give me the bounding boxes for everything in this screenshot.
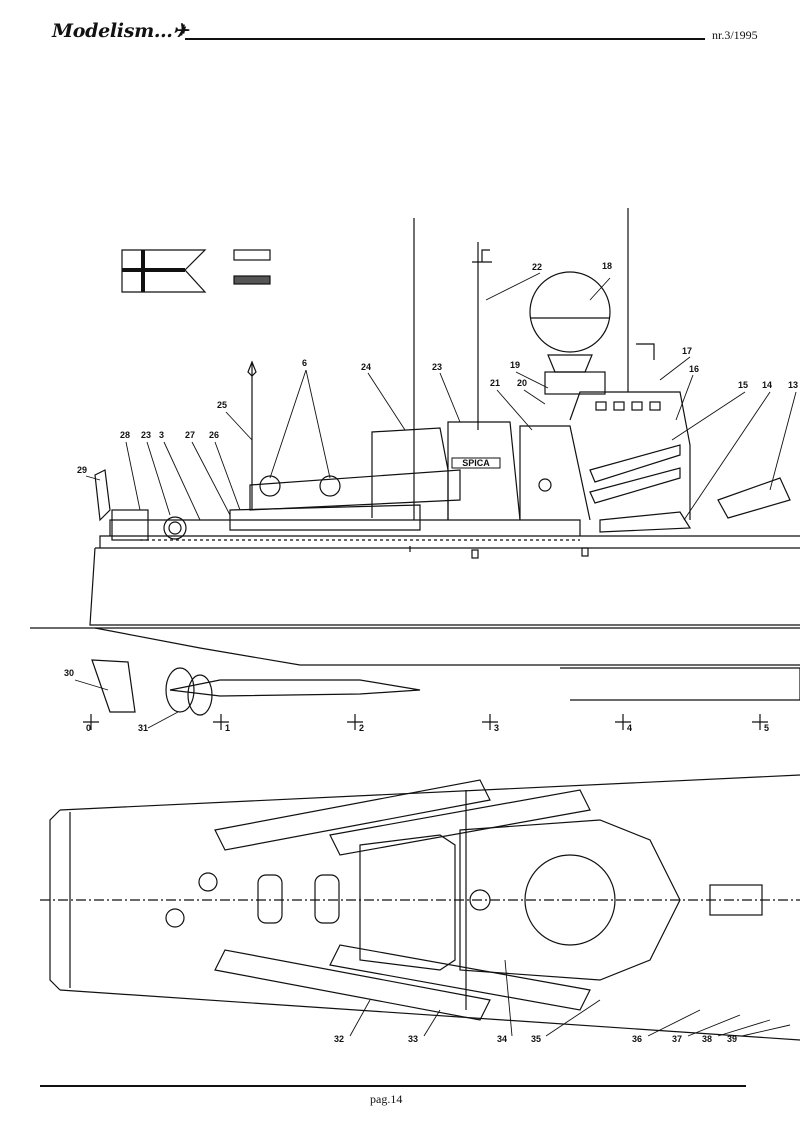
station-marks [83,714,768,730]
leader-lines [74,272,797,729]
part-label: 27 [185,430,195,440]
part-label: 31 [138,723,148,733]
footer-rule [40,1085,746,1087]
side-view-labels: 22 18 17 16 15 14 13 24 23 19 20 21 6 25… [64,261,798,733]
part-label: 30 [64,668,74,678]
issue-number: nr.3/1995 [712,28,758,42]
part-label: 37 [672,1034,682,1044]
part-label: 29 [77,465,87,475]
station-mark: 4 [627,723,632,733]
station-mark: 2 [359,723,364,733]
part-label: 25 [217,400,227,410]
part-label: 20 [517,378,527,388]
part-label: 21 [490,378,500,388]
station-mark: 3 [494,723,499,733]
part-label: 34 [497,1034,507,1044]
part-label: 36 [632,1034,642,1044]
part-label: 32 [334,1034,344,1044]
station-mark: 1 [225,723,230,733]
part-label: 33 [408,1034,418,1044]
part-label: 6 [302,358,307,368]
part-label: 28 [120,430,130,440]
hull-name: SPICA [462,458,490,468]
part-label: 14 [762,380,772,390]
part-label: 3 [159,430,164,440]
magazine-logo: Modelism…✈ [52,20,189,42]
part-label: 17 [682,346,692,356]
part-label: 15 [738,380,748,390]
part-label: 18 [602,261,612,271]
page-number: pag.14 [370,1092,403,1106]
header-rule [185,38,705,40]
part-label: 26 [209,430,219,440]
part-label: 19 [510,360,520,370]
naval-flag-icon [121,249,271,293]
top-view-labels: 32 33 34 35 36 37 38 39 [334,1034,737,1044]
part-label: 13 [788,380,798,390]
station-mark: 0 [86,723,91,733]
top-view [40,774,800,1041]
part-label: 22 [532,262,542,272]
part-label: 23 [432,362,442,372]
top-leader-lines [349,959,791,1037]
side-view [30,208,800,716]
airplane-icon: …✈ [153,20,189,42]
part-label: 16 [689,364,699,374]
part-label: 23 [141,430,151,440]
station-mark: 5 [764,723,769,733]
part-label: 39 [727,1034,737,1044]
part-label: 24 [361,362,371,372]
part-label: 35 [531,1034,541,1044]
part-label: 38 [702,1034,712,1044]
